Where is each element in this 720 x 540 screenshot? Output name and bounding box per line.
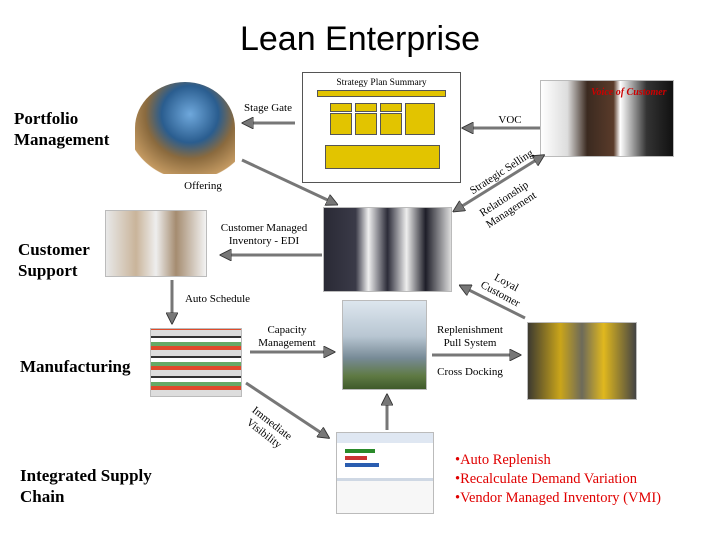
offering-arrow	[241, 158, 334, 203]
strategic-selling-arrow	[459, 157, 541, 208]
manufacturing-schedule-image	[150, 328, 242, 397]
voc-image-lettering: Voice of Customer	[591, 87, 667, 98]
immediate-visibility-arrow	[245, 381, 326, 436]
loyal-customer-arrow	[463, 287, 526, 320]
section-customer-support: Customer Support	[18, 240, 90, 280]
supply-chain-software-image	[336, 432, 434, 514]
stage-gate-label: Stage Gate	[244, 102, 292, 114]
bullet-item: •Auto Replenish	[455, 452, 551, 468]
replenishment-pull-label: Replenishment Pull System	[437, 324, 503, 349]
benefits-list: •Auto Replenish •Recalculate Demand Vari…	[455, 451, 661, 508]
section-integrated-supply-chain: Integrated Supply Chain	[20, 466, 152, 506]
bullet-item: •Vendor Managed Inventory (VMI)	[455, 490, 662, 506]
section-portfolio-management: Portfolio Management	[14, 109, 110, 149]
globe-boxes-image	[135, 82, 235, 174]
building-image	[342, 300, 427, 390]
cross-docking-label: Cross Docking	[437, 366, 503, 378]
auto-schedule-label: Auto Schedule	[184, 293, 251, 305]
warehouse-forklift-image	[527, 322, 637, 400]
strategy-plan-summary-box: Strategy Plan Summary	[302, 72, 461, 183]
strategy-plan-summary-title: Strategy Plan Summary	[336, 78, 427, 88]
voc-label: VOC	[498, 114, 522, 126]
capacity-management-label: Capacity Management	[258, 324, 316, 349]
page-title: Lean Enterprise	[239, 20, 481, 58]
voice-of-customer-image: Voice of Customer	[540, 80, 674, 157]
business-handshake-image	[323, 207, 452, 292]
offering-label: Offering	[184, 180, 222, 192]
customer-managed-inventory-label: Customer Managed Inventory - EDI	[220, 222, 308, 247]
bullet-item: •Recalculate Demand Variation	[455, 471, 637, 487]
customer-support-image	[105, 210, 207, 277]
section-manufacturing: Manufacturing	[20, 357, 131, 376]
